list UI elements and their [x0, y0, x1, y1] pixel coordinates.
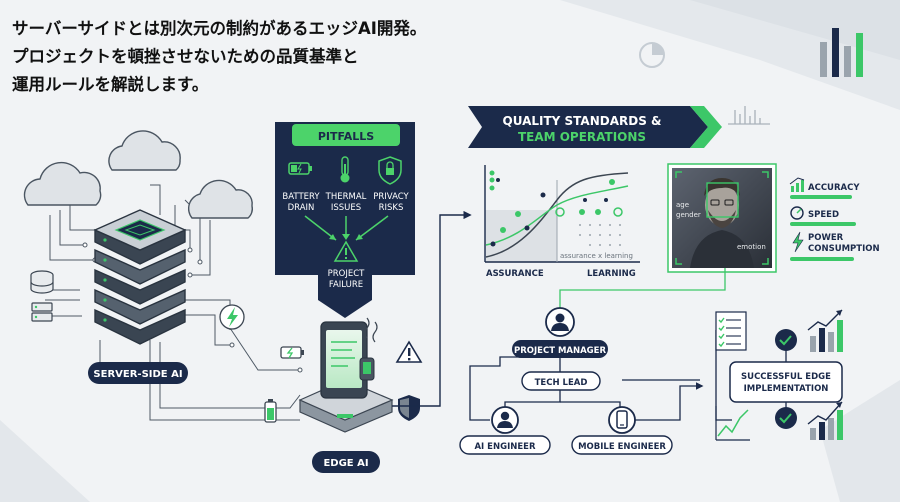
metric-accuracy-label: ACCURACY — [808, 183, 860, 193]
outcome-box: SUCCESSFUL EDGE IMPLEMENTATION — [729, 361, 843, 403]
battery-vertical-icon — [264, 399, 277, 423]
outcome-line2: IMPLEMENTATION — [744, 384, 829, 394]
pitfall-result-line1: PROJECT — [328, 269, 366, 279]
tech-lead-node: TECH LEAD — [521, 371, 601, 391]
face-tag-age: age — [676, 201, 689, 209]
pitfall-battery-line1: BATTERY — [282, 192, 320, 202]
pitfalls-title: PITFALLS — [318, 130, 374, 143]
quality-title-line1: QUALITY STANDARDS & — [503, 114, 662, 128]
metric-accuracy: ACCURACY — [789, 177, 860, 199]
edge-device-icon — [298, 317, 394, 433]
assurance-learning-chart: assurance x learning ASSURANCE LEARNING — [484, 165, 640, 279]
database-icon — [30, 270, 54, 294]
ai-engineer-label: AI ENGINEER — [474, 442, 535, 452]
quality-standards-banner: QUALITY STANDARDS & TEAM OPERATIONS — [468, 106, 722, 148]
decorative-bar-chart — [820, 28, 863, 77]
smartphone-icon — [616, 410, 628, 429]
quality-title-line2: TEAM OPERATIONS — [518, 130, 646, 144]
shield-icon — [398, 395, 420, 421]
check-circle-icon — [775, 329, 797, 351]
project-manager-node: PROJECT MANAGER — [512, 307, 608, 358]
edge-ai-label-text: EDGE AI — [323, 458, 368, 469]
ai-engineer-node: AI ENGINEER — [459, 406, 551, 455]
mini-line-chart-icon — [715, 406, 750, 441]
growth-chart-icon — [807, 309, 843, 352]
failure-warning-icon — [333, 240, 359, 262]
bar-chart-icon — [789, 177, 805, 192]
headline-line-3: 運用ルールを解説します。 — [12, 74, 208, 94]
metric-power: POWER CONSUMPTION — [790, 231, 880, 261]
metric-speed: SPEED — [790, 206, 856, 226]
checklist-icon — [715, 311, 747, 351]
battery-icon — [288, 162, 312, 175]
face-tag-emotion: emotion — [737, 243, 766, 251]
person-icon — [497, 411, 513, 428]
server-side-ai-label: SERVER-SIDE AI — [88, 362, 188, 384]
team-connectors — [469, 268, 726, 421]
pitfall-privacy-line1: PRIVACY — [373, 192, 409, 202]
pitfall-battery-line2: DRAIN — [288, 203, 315, 213]
pm-label: PROJECT MANAGER — [514, 346, 606, 356]
circuit-nodes — [82, 242, 303, 373]
edge-ai-label: EDGE AI — [312, 451, 380, 473]
server-stack-icon — [93, 209, 187, 345]
headline-line-1: サーバーサイドとは別次元の制約があるエッジAI開発。 — [12, 18, 426, 38]
cloud-icon — [187, 179, 254, 219]
server-rack-icon — [31, 302, 53, 322]
headline-line-2: プロジェクトを頓挫させないための品質基準と — [12, 46, 359, 66]
battery-low-icon — [280, 346, 304, 359]
pitfall-result-line2: FAILURE — [329, 280, 363, 290]
cloud-icon — [108, 130, 181, 171]
metric-power-line2: CONSUMPTION — [808, 244, 880, 254]
metric-power-line1: POWER — [808, 233, 844, 243]
lightning-icon — [219, 304, 245, 330]
cloud-icon — [23, 161, 102, 206]
shield-lock-icon — [378, 156, 402, 185]
tech-lead-label: TECH LEAD — [535, 378, 588, 388]
mobile-engineer-node: MOBILE ENGINEER — [571, 406, 673, 455]
speedometer-icon — [790, 206, 804, 220]
pitfall-privacy-line2: RISKS — [379, 203, 404, 213]
server-side-ai-label-text: SERVER-SIDE AI — [93, 369, 182, 380]
pitfall-thermal-line1: THERMAL — [325, 192, 367, 202]
thermometer-icon — [340, 156, 350, 183]
chart-label-assurance: ASSURANCE — [486, 269, 544, 279]
decorative-ticks — [728, 106, 770, 125]
face-tag-gender: gender — [676, 211, 701, 219]
warning-icon — [395, 340, 423, 363]
growth-chart-icon — [807, 401, 843, 440]
pitfall-thermal-line2: ISSUES — [331, 203, 361, 213]
metric-speed-label: SPEED — [808, 210, 839, 220]
chart-label-learning: LEARNING — [587, 269, 636, 279]
pitfalls-panel: PITFALLS BATTERY DRAIN THERMAL ISSUES PR… — [275, 122, 415, 318]
mobile-engineer-label: MOBILE ENGINEER — [578, 442, 666, 452]
check-circle-icon — [775, 407, 797, 429]
outcome-line1: SUCCESSFUL EDGE — [741, 372, 831, 382]
connector-edge-to-quality — [392, 210, 472, 407]
chart-note: assurance x learning — [560, 252, 633, 260]
person-icon — [551, 313, 569, 331]
power-bolt-icon — [792, 231, 804, 253]
face-recognition-card: age gender emotion — [667, 163, 777, 273]
